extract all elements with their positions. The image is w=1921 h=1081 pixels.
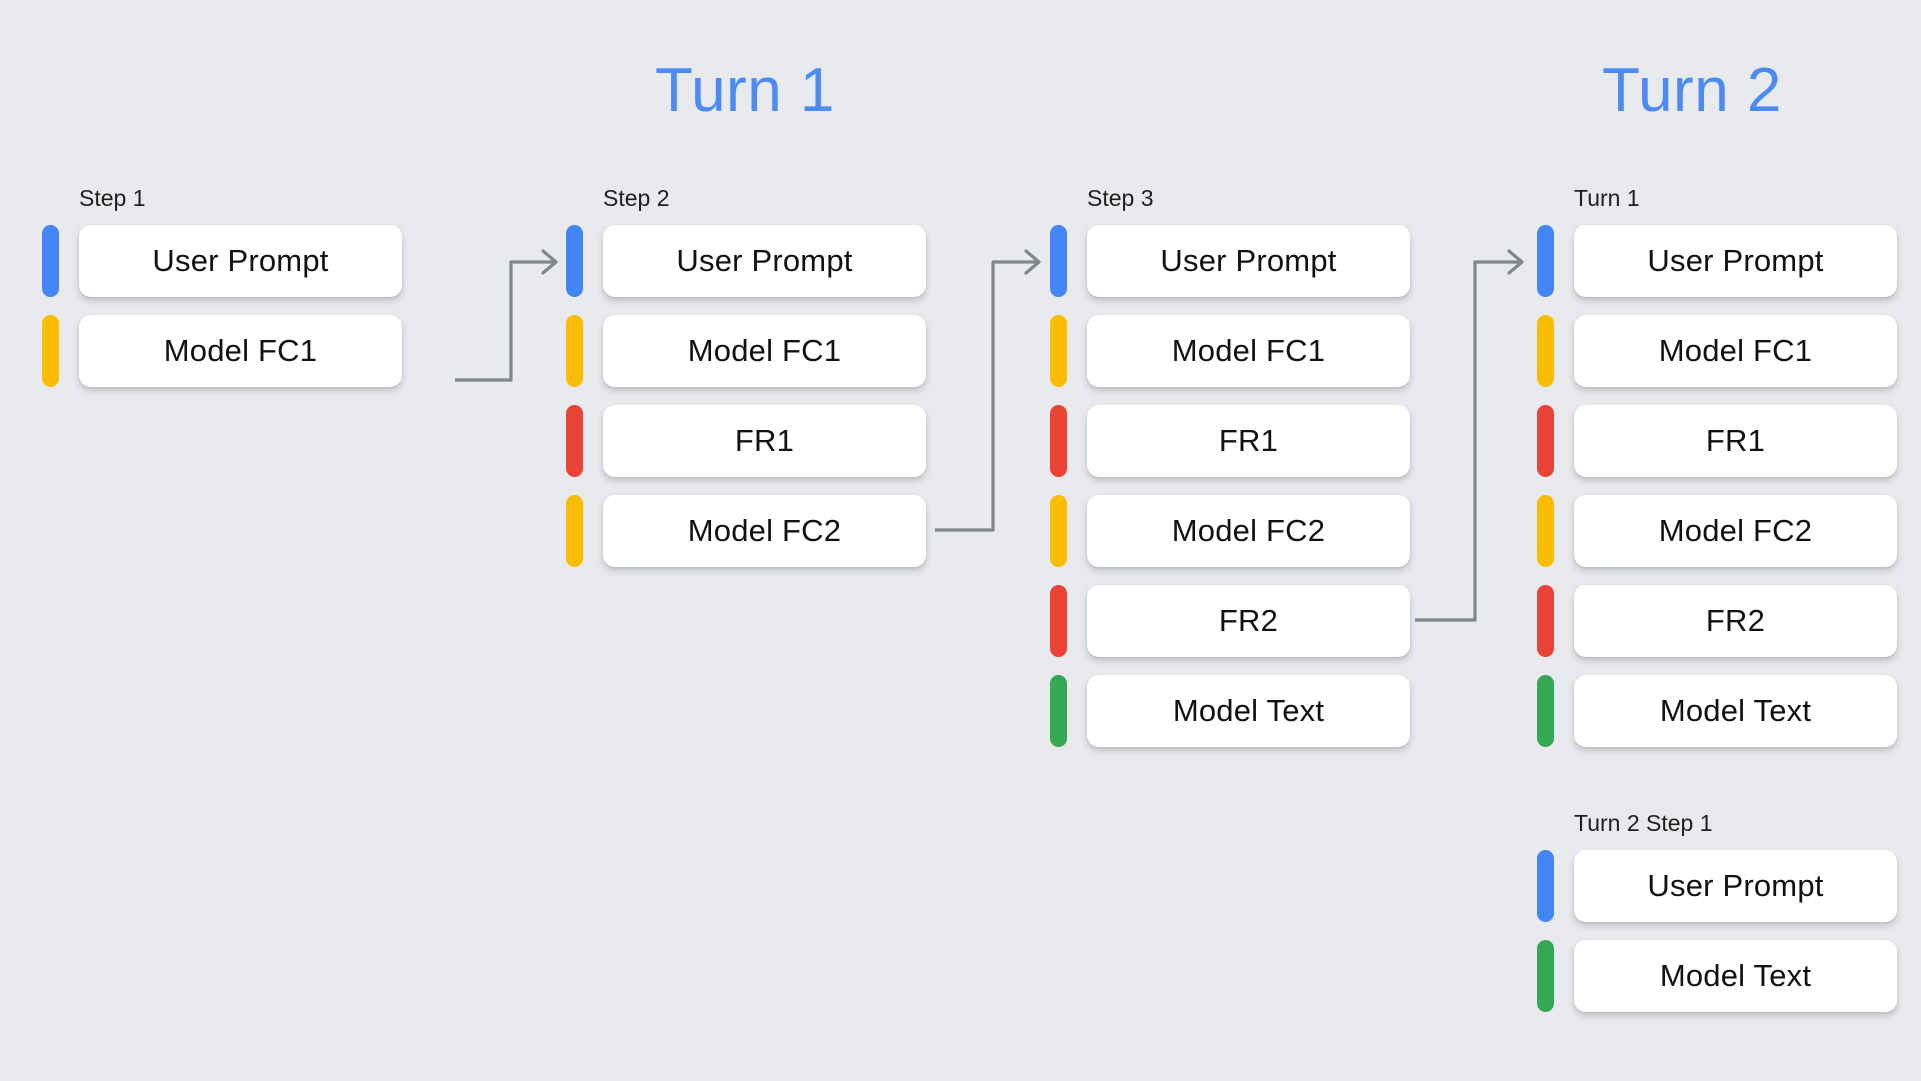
- card-model-text[interactable]: Model Text: [1574, 674, 1897, 747]
- status-bar-user-prompt: [42, 224, 59, 297]
- card-fr2[interactable]: FR2: [1574, 584, 1897, 657]
- status-bar-model-function-call: [1537, 314, 1554, 387]
- row-model-fc2: Model FC2: [566, 494, 926, 567]
- row-user-prompt: User Prompt: [566, 224, 926, 297]
- column-step-3: Step 3 User Prompt Model FC1 FR1 Model F…: [1050, 185, 1410, 747]
- row-model-fc1: Model FC1: [42, 314, 402, 387]
- column-label-step-3: Step 3: [1087, 185, 1154, 211]
- status-bar-model-text: [1050, 674, 1067, 747]
- status-bar-model-function-call: [1050, 314, 1067, 387]
- card-user-prompt[interactable]: User Prompt: [603, 224, 926, 297]
- status-bar-function-response: [1050, 584, 1067, 657]
- card-fr1[interactable]: FR1: [1574, 404, 1897, 477]
- row-list-turn-2-step-1: User Prompt Model Text: [1537, 849, 1897, 1012]
- card-model-fc1[interactable]: Model FC1: [1087, 314, 1410, 387]
- card-model-fc1[interactable]: Model FC1: [1574, 314, 1897, 387]
- row-fr2: FR2: [1050, 584, 1410, 657]
- row-fr2: FR2: [1537, 584, 1897, 657]
- card-model-fc2[interactable]: Model FC2: [603, 494, 926, 567]
- row-fr1: FR1: [1537, 404, 1897, 477]
- status-bar-model-text: [1537, 674, 1554, 747]
- row-list-turn-1: User Prompt Model FC1 FR1 Model FC2 FR2: [1537, 224, 1897, 747]
- status-bar-model-function-call: [1537, 494, 1554, 567]
- row-model-text: Model Text: [1537, 939, 1897, 1012]
- connector-step3-to-turn1: [1415, 249, 1524, 622]
- turn-1-banner: Turn 1: [655, 56, 835, 125]
- status-bar-model-text: [1537, 939, 1554, 1012]
- status-bar-model-function-call: [1050, 494, 1067, 567]
- column-step-2: Step 2 User Prompt Model FC1 FR1 Model F…: [566, 185, 926, 567]
- status-bar-model-function-call: [42, 314, 59, 387]
- card-model-fc2[interactable]: Model FC2: [1574, 494, 1897, 567]
- row-user-prompt: User Prompt: [42, 224, 402, 297]
- row-model-fc1: Model FC1: [566, 314, 926, 387]
- column-step-1: Step 1 User Prompt Model FC1: [42, 185, 402, 387]
- status-bar-function-response: [1050, 404, 1067, 477]
- card-model-fc1[interactable]: Model FC1: [79, 314, 402, 387]
- row-model-text: Model Text: [1537, 674, 1897, 747]
- row-list-step-1: User Prompt Model FC1: [42, 224, 402, 387]
- turn-2-banner: Turn 2: [1602, 56, 1782, 125]
- status-bar-user-prompt: [566, 224, 583, 297]
- card-fr2[interactable]: FR2: [1087, 584, 1410, 657]
- column-label-step-1: Step 1: [79, 185, 146, 211]
- status-bar-function-response: [1537, 404, 1554, 477]
- status-bar-function-response: [566, 404, 583, 477]
- row-model-fc2: Model FC2: [1537, 494, 1897, 567]
- status-bar-model-function-call: [566, 314, 583, 387]
- card-model-text[interactable]: Model Text: [1574, 939, 1897, 1012]
- column-label-step-2: Step 2: [603, 185, 670, 211]
- status-bar-user-prompt: [1537, 224, 1554, 297]
- status-bar-function-response: [1537, 584, 1554, 657]
- connector-step1-to-step2: [455, 249, 558, 382]
- row-model-fc1: Model FC1: [1537, 314, 1897, 387]
- row-model-text: Model Text: [1050, 674, 1410, 747]
- row-user-prompt: User Prompt: [1537, 849, 1897, 922]
- column-label-turn-2-step-1: Turn 2 Step 1: [1574, 810, 1713, 836]
- column-turn-2-step-1: Turn 2 Step 1 User Prompt Model Text: [1537, 810, 1897, 1012]
- row-fr1: FR1: [1050, 404, 1410, 477]
- card-model-text[interactable]: Model Text: [1087, 674, 1410, 747]
- card-user-prompt[interactable]: User Prompt: [1574, 849, 1897, 922]
- row-model-fc1: Model FC1: [1050, 314, 1410, 387]
- card-model-fc1[interactable]: Model FC1: [603, 314, 926, 387]
- status-bar-user-prompt: [1537, 849, 1554, 922]
- status-bar-model-function-call: [566, 494, 583, 567]
- row-list-step-2: User Prompt Model FC1 FR1 Model FC2: [566, 224, 926, 567]
- row-user-prompt: User Prompt: [1537, 224, 1897, 297]
- card-user-prompt[interactable]: User Prompt: [79, 224, 402, 297]
- card-model-fc2[interactable]: Model FC2: [1087, 494, 1410, 567]
- row-list-step-3: User Prompt Model FC1 FR1 Model FC2 FR2: [1050, 224, 1410, 747]
- row-user-prompt: User Prompt: [1050, 224, 1410, 297]
- column-turn-1: Turn 1 User Prompt Model FC1 FR1 Model F…: [1537, 185, 1897, 747]
- card-fr1[interactable]: FR1: [603, 404, 926, 477]
- row-fr1: FR1: [566, 404, 926, 477]
- column-label-turn-1: Turn 1: [1574, 185, 1640, 211]
- connector-step2-to-step3: [935, 249, 1041, 532]
- row-model-fc2: Model FC2: [1050, 494, 1410, 567]
- card-user-prompt[interactable]: User Prompt: [1574, 224, 1897, 297]
- status-bar-user-prompt: [1050, 224, 1067, 297]
- card-fr1[interactable]: FR1: [1087, 404, 1410, 477]
- card-user-prompt[interactable]: User Prompt: [1087, 224, 1410, 297]
